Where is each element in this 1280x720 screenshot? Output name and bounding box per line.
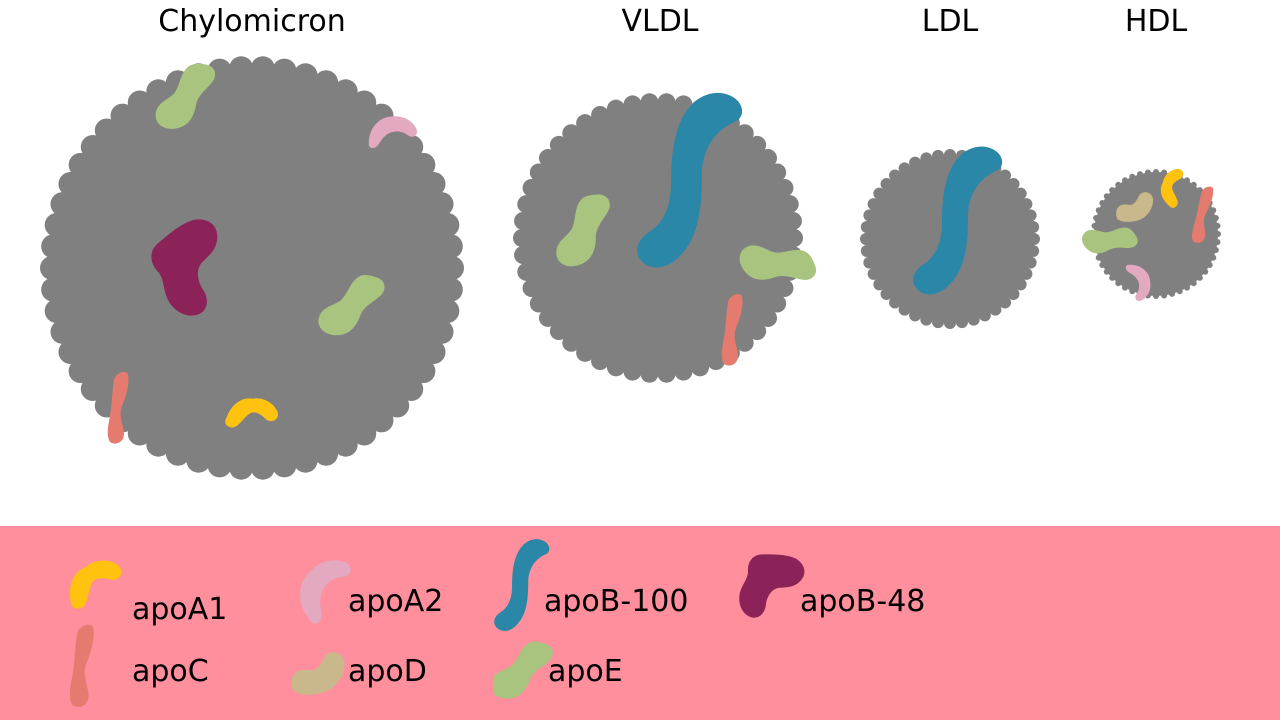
- legend-item-apoA2: apoA2: [288, 546, 568, 626]
- legend-label-apoC: apoC: [132, 654, 209, 689]
- legend-item-apoA1: apoA1: [60, 546, 340, 627]
- hdl-label: HDL: [1124, 4, 1188, 39]
- legend-item-apoB48: apoB-48: [730, 540, 1010, 628]
- legend-label-apoD: apoD: [348, 654, 427, 689]
- legend: apoA1 apoA2 apoB-100 apoB-48 apoC apoD a…: [0, 526, 1280, 720]
- legend-label-apoA1: apoA1: [132, 592, 228, 627]
- legend-label-apoB48: apoB-48: [800, 584, 926, 619]
- legend-label-apoE: apoE: [548, 654, 623, 689]
- legend-item-apoB100: apoB-100: [488, 538, 768, 631]
- apoA1-icon: [60, 551, 129, 612]
- apoD-icon: [291, 652, 345, 695]
- chylomicron-label: Chylomicron: [158, 4, 346, 39]
- apoC-icon: [69, 624, 94, 707]
- apoE-icon: [494, 634, 556, 710]
- legend-item-apoE: apoE: [494, 634, 774, 714]
- legend-label-apoB100: apoB-100: [544, 584, 689, 619]
- hdl-core: [1091, 169, 1221, 299]
- ldl-label: LDL: [921, 4, 979, 39]
- legend-item-apoD: apoD: [288, 636, 568, 716]
- vldl-label: VLDL: [621, 4, 699, 39]
- legend-label-apoA2: apoA2: [348, 584, 444, 619]
- apoB-48-icon: [730, 540, 810, 628]
- apoB-100-icon: [494, 539, 550, 631]
- chylomicron-core: [40, 56, 464, 480]
- legend-item-apoC: apoC: [60, 624, 340, 707]
